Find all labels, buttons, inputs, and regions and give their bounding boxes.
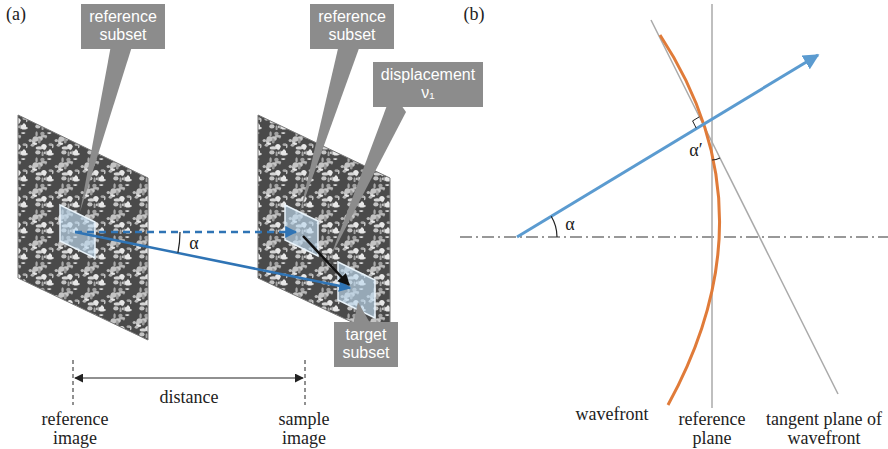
tangent-plane-line — [651, 20, 838, 394]
callout-text: target subset — [342, 326, 389, 363]
reference-image — [18, 115, 148, 340]
angle-arc — [178, 232, 180, 253]
angle-label: α — [565, 215, 574, 234]
wavefront-curve — [660, 35, 720, 405]
callout-text: reference subset — [318, 8, 386, 45]
callout-text: displacement ν₁ — [381, 66, 475, 103]
angle-label: α — [189, 234, 198, 253]
callout-box: reference subset — [81, 4, 165, 49]
panel-label: (a) — [6, 5, 26, 24]
callout-text: reference subset — [89, 8, 157, 45]
callout-box: displacement ν₁ — [373, 62, 483, 107]
dimension-arrow — [75, 377, 303, 378]
image-label: reference image — [29, 410, 121, 448]
sample-image — [258, 115, 390, 340]
angle-arc — [551, 216, 557, 237]
plane-label: tangent plane of wavefront — [763, 410, 885, 448]
dimension-line — [73, 360, 74, 405]
reference-plane-line — [711, 4, 713, 408]
callout-box: reference subset — [310, 4, 394, 49]
callout-pointer — [300, 40, 362, 212]
ray-arrow — [517, 55, 818, 237]
callout-pointer — [80, 40, 134, 212]
wavefront-label: wavefront — [576, 405, 649, 424]
callout-box: target subset — [334, 322, 397, 367]
plane-label: reference plane — [667, 410, 757, 448]
right-angle-mark — [693, 117, 700, 128]
angle-label: α′ — [689, 141, 702, 160]
dimension-label: distance — [160, 388, 219, 407]
dimension-line — [305, 360, 306, 405]
panel-label: (b) — [464, 5, 485, 24]
callout-pointer — [330, 92, 406, 258]
displacement-arrow — [303, 236, 349, 285]
angle-arc — [712, 158, 720, 160]
beam-arrow — [75, 232, 350, 288]
optical-axis — [460, 236, 888, 237]
dashed-arrow — [75, 231, 296, 234]
image-label: sample image — [264, 410, 344, 448]
